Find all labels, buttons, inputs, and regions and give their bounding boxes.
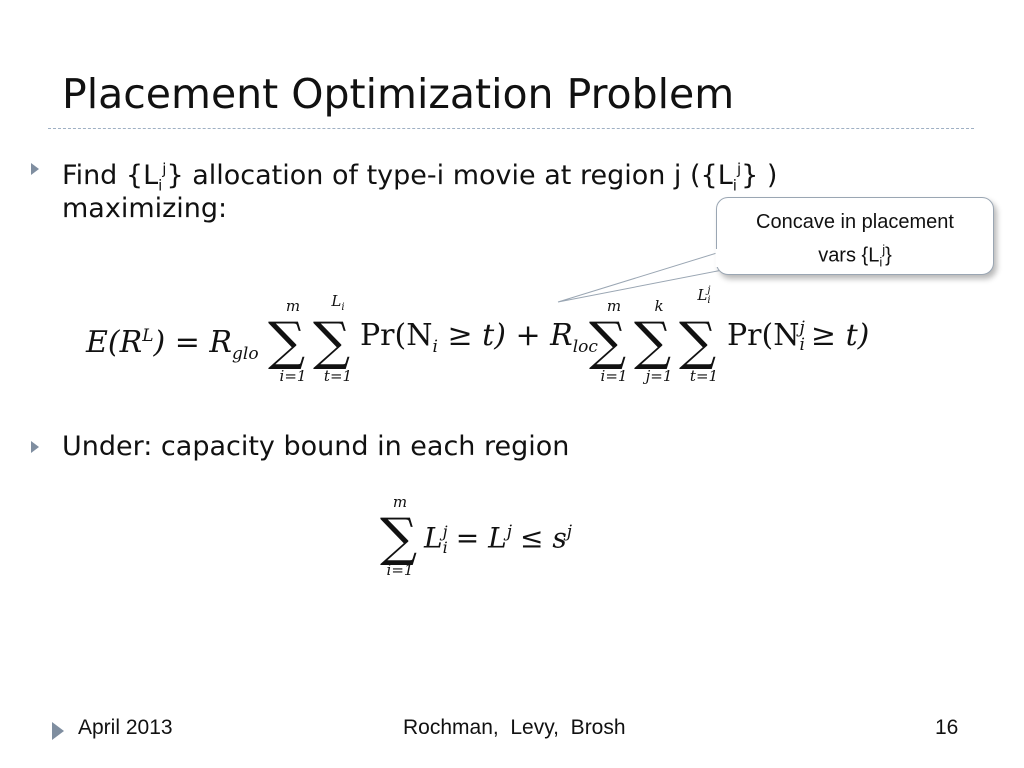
eq1-sum-5-top-l: L bbox=[697, 286, 708, 304]
eq2-mid: = L bbox=[455, 521, 507, 555]
eq1-sum-2-top-l: L bbox=[331, 292, 342, 310]
eq1-lhs-a: E(R bbox=[86, 325, 143, 360]
eq1-term-1-sub: i bbox=[432, 337, 438, 357]
bullet-1-line-1: Find {Lij} allocation of type-i movie at… bbox=[62, 150, 777, 204]
eq1-sum-2: ∑ bbox=[313, 312, 351, 372]
bullet-1-sup-2: j bbox=[736, 160, 742, 178]
callout-line-2: vars {Lij} bbox=[717, 236, 993, 277]
eq1-term-1-rest: ≥ t) + R bbox=[447, 318, 573, 353]
eq1-sum-3-bottom: i=1 bbox=[600, 367, 628, 385]
footer-date: April 2013 bbox=[78, 716, 173, 739]
eq1-term-2-sup: j bbox=[799, 318, 805, 338]
bullet-1-sub-2: i bbox=[732, 176, 737, 195]
callout-text-a: vars {L bbox=[818, 244, 880, 267]
eq1-sum-4: ∑ bbox=[634, 312, 672, 372]
eq2-l: L bbox=[424, 521, 443, 555]
bullet-1-sub: i bbox=[158, 176, 163, 195]
eq1-term-2-sub: i bbox=[799, 335, 805, 355]
eq2-l-sub: i bbox=[442, 537, 448, 557]
callout-sub: i bbox=[879, 254, 883, 270]
callout-box: Concave in placement vars {Lij} bbox=[716, 197, 994, 275]
eq1-sum-3-top: m bbox=[606, 297, 622, 315]
slide-title: Placement Optimization Problem bbox=[62, 70, 735, 118]
eq1-rloc: loc bbox=[572, 337, 598, 357]
eq1-sum-1-bottom: i=1 bbox=[279, 367, 307, 385]
bullet-1-text-c: } ) bbox=[741, 160, 778, 191]
bullet-arrow-icon bbox=[31, 441, 39, 453]
eq1-term-1: Pr(Ni ≥ t) + Rloc bbox=[360, 319, 598, 364]
eq1-sum-5-top-sub: i bbox=[707, 295, 711, 306]
eq1-term-2-rest: ≥ t) bbox=[810, 318, 870, 353]
eq2-sum: ∑ bbox=[380, 508, 418, 568]
callout-sup: j bbox=[882, 242, 886, 257]
eq2-sum-bottom: i=1 bbox=[386, 561, 414, 579]
eq1-lhs: E(RL) = Rglo bbox=[86, 319, 259, 371]
bullet-1-line-2: maximizing: bbox=[62, 193, 228, 224]
footer-authors: Rochman, Levy, Brosh bbox=[403, 716, 626, 739]
eq1-lhs-b: ) = R bbox=[153, 325, 233, 360]
title-divider bbox=[48, 128, 974, 129]
eq1-term-1-a: Pr(N bbox=[360, 318, 433, 353]
bullet-1-text-a: Find {L bbox=[62, 160, 159, 191]
eq1-sum-5: ∑ bbox=[679, 312, 717, 372]
eq1-sum-4-top: k bbox=[654, 297, 664, 315]
eq1-term-2-a: Pr(N bbox=[727, 318, 800, 353]
eq2-rest-sup: j bbox=[566, 522, 572, 542]
footer-page-number: 16 bbox=[935, 716, 959, 739]
eq1-sum-5-bottom: t=1 bbox=[689, 367, 719, 385]
eq1-rglo: glo bbox=[232, 344, 259, 364]
eq2-l-sup: j bbox=[442, 521, 448, 541]
footer-arrow-icon bbox=[52, 722, 64, 740]
eq1-sum-2-top: Li bbox=[313, 293, 363, 316]
callout-line-1: Concave in placement bbox=[756, 211, 954, 233]
eq1-sum-1-top: m bbox=[285, 297, 301, 315]
callout-text-b: } bbox=[885, 244, 892, 267]
bullet-1-sup: j bbox=[162, 160, 167, 178]
bullet-2-text: Under: capacity bound in each region bbox=[62, 431, 570, 462]
bullet-1-text-b: } allocation of type-i movie at region j… bbox=[166, 160, 733, 191]
eq1-sum-5-top-sup: j bbox=[707, 285, 711, 296]
eq2-rest: ≤ s bbox=[519, 521, 567, 555]
bullet-arrow-icon bbox=[31, 163, 39, 175]
eq1-sum-2-top-sub: i bbox=[341, 302, 345, 313]
eq2-sum-top: m bbox=[392, 493, 408, 511]
eq2-mid-sup: j bbox=[506, 522, 512, 542]
eq1-sum-1: ∑ bbox=[268, 312, 306, 372]
eq1-sum-2-bottom: t=1 bbox=[323, 367, 353, 385]
eq1-sum-4-bottom: j=1 bbox=[645, 367, 673, 385]
eq1-lhs-sup: L bbox=[142, 326, 154, 346]
eq1-sum-3: ∑ bbox=[589, 312, 627, 372]
